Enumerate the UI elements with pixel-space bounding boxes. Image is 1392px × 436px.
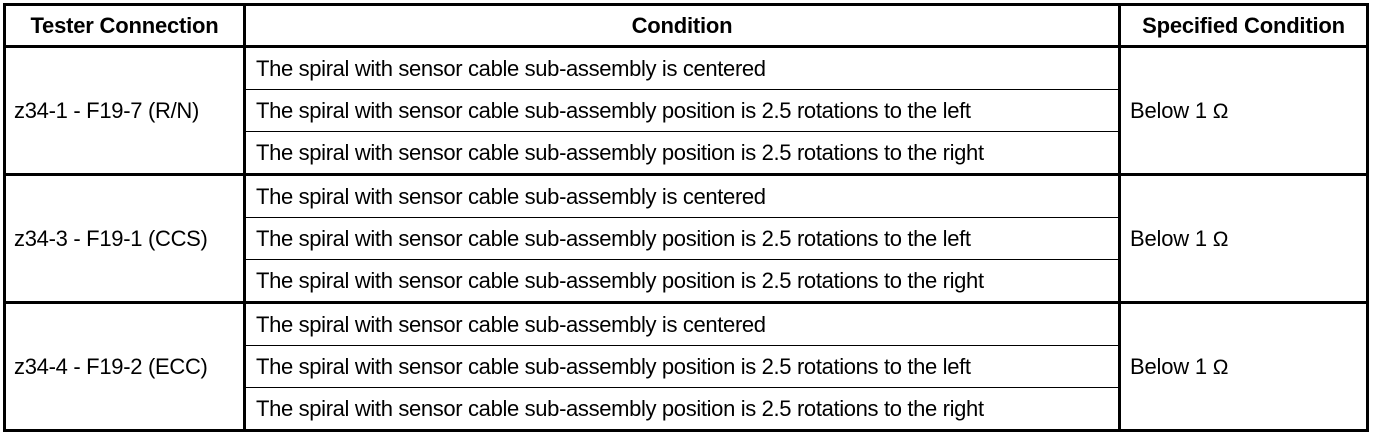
table-row: z34-3 - F19-1 (CCS) The spiral with sens… [4,174,1368,304]
column-header-tester-connection: Tester Connection [4,4,246,48]
inspection-spec-table: Tester Connection Condition Specified Co… [3,3,1369,432]
tester-connection-cell-2: z34-3 - F19-1 (CCS) [4,174,246,304]
spec-value-1: Below 1 [1130,97,1213,123]
table-row: The spiral with sensor cable sub-assembl… [5,345,1368,388]
condition-cell-3-1: The spiral with sensor cable sub-assembl… [244,302,1121,346]
table-row: z34-1 - F19-7 (R/N) The spiral with sens… [4,46,1368,176]
table-row: The spiral with sensor cable sub-assembl… [5,259,1368,304]
condition-cell-3-2: The spiral with sensor cable sub-assembl… [244,345,1121,388]
table-header-row: Tester Connection Condition Specified Co… [4,4,1368,48]
specified-condition-cell-3: Below 1 Ω [1120,303,1368,431]
column-header-specified-condition: Specified Condition [1119,4,1368,48]
spec-value-2: Below 1 [1130,225,1213,251]
ohm-symbol-3: Ω [1212,355,1229,379]
table-body: z34-1 - F19-7 (R/N) The spiral with sens… [4,46,1368,431]
tester-connection-cell-1: z34-1 - F19-7 (R/N) [4,46,246,176]
condition-cell-1-1: The spiral with sensor cable sub-assembl… [244,46,1121,90]
condition-cell-3-3: The spiral with sensor cable sub-assembl… [244,387,1121,431]
spec-value-3: Below 1 [1130,353,1213,379]
table-row: The spiral with sensor cable sub-assembl… [5,131,1368,176]
column-header-condition: Condition [244,4,1121,48]
table-row: The spiral with sensor cable sub-assembl… [5,217,1368,260]
table-row: The spiral with sensor cable sub-assembl… [5,387,1368,431]
table-header: Tester Connection Condition Specified Co… [4,4,1368,48]
condition-cell-2-2: The spiral with sensor cable sub-assembl… [244,217,1121,260]
condition-cell-1-2: The spiral with sensor cable sub-assembl… [244,89,1121,132]
specified-condition-cell-2: Below 1 Ω [1119,174,1368,304]
table-row: z34-4 - F19-2 (ECC) The spiral with sens… [4,302,1368,431]
table-row: The spiral with sensor cable sub-assembl… [5,89,1368,132]
condition-cell-2-3: The spiral with sensor cable sub-assembl… [244,259,1121,304]
condition-cell-2-1: The spiral with sensor cable sub-assembl… [244,174,1121,218]
tester-connection-cell-3: z34-4 - F19-2 (ECC) [4,302,246,431]
ohm-symbol-1: Ω [1212,99,1229,123]
ohm-symbol-2: Ω [1212,227,1229,251]
specified-condition-cell-1: Below 1 Ω [1119,46,1368,176]
condition-cell-1-3: The spiral with sensor cable sub-assembl… [244,131,1121,176]
